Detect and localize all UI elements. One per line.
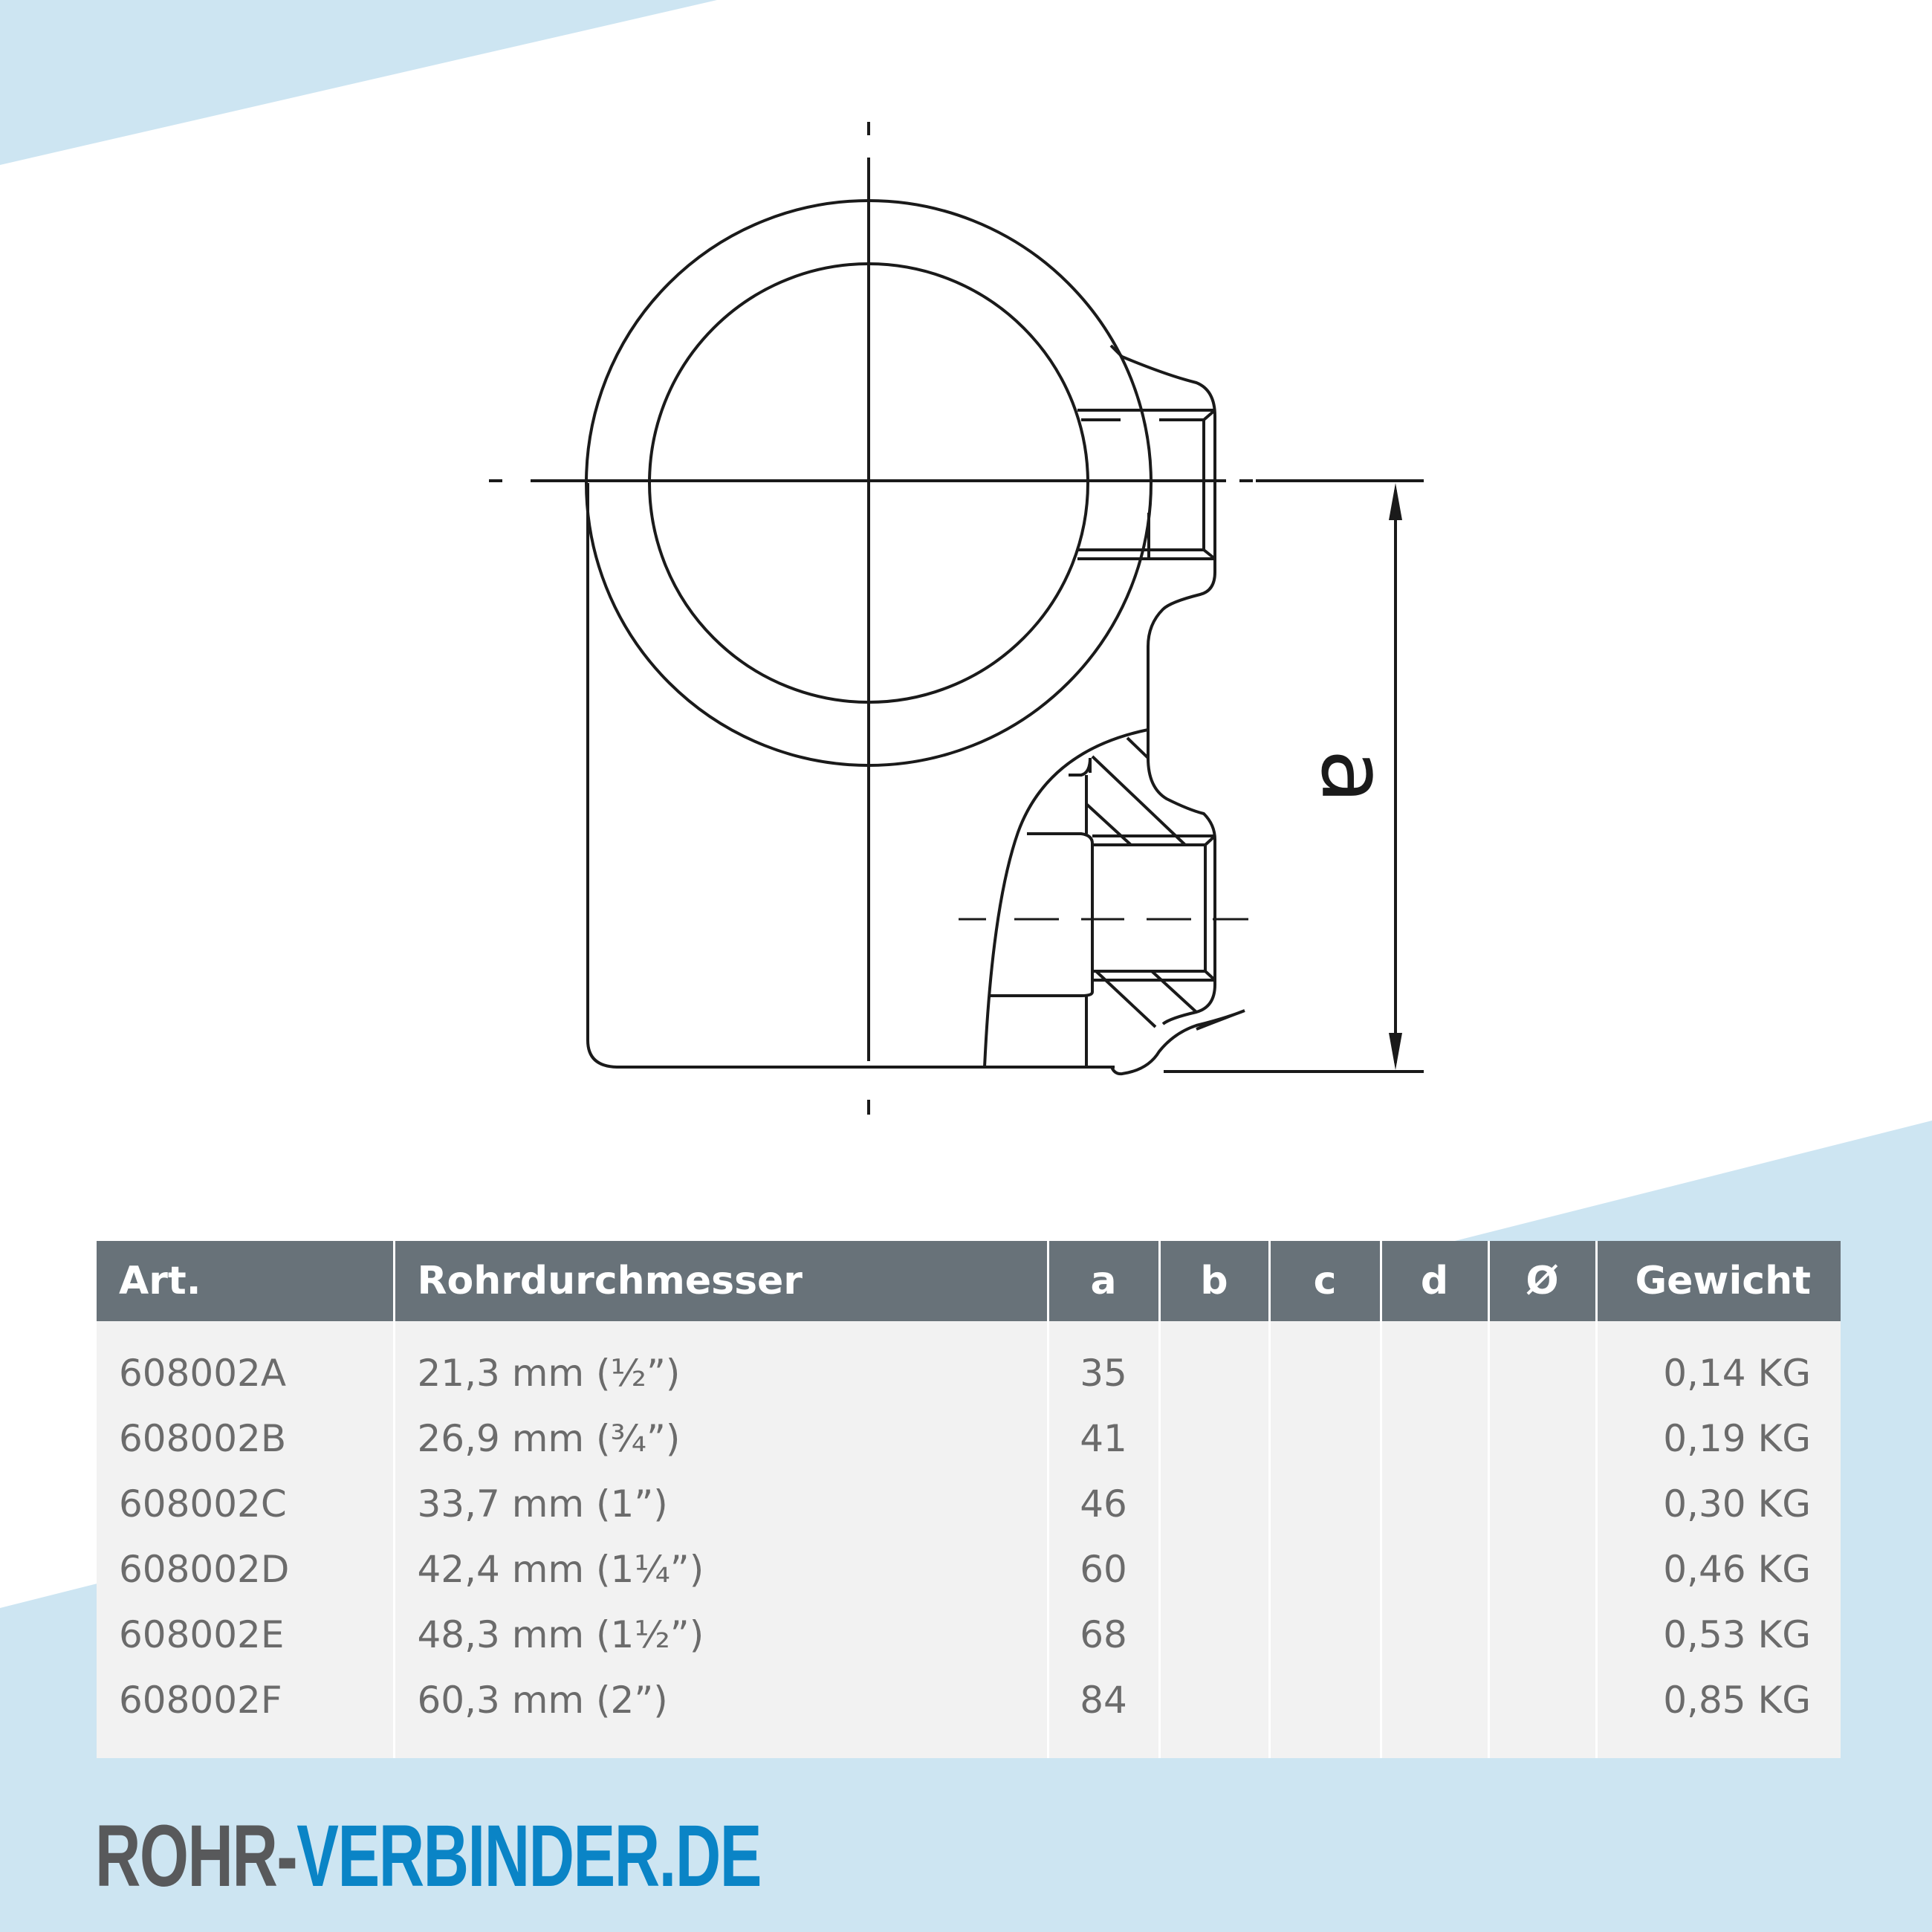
header-b: b: [1158, 1241, 1269, 1321]
logo-part-verbinder: VERBINDER.DE: [296, 1807, 762, 1905]
cell-gewicht: 0,85 KG: [1595, 1667, 1841, 1758]
bottom-notch: [1110, 1009, 1245, 1076]
header-diameter: Ø: [1487, 1241, 1596, 1321]
section-hatching: [1085, 736, 1198, 1028]
upper-boss: [1109, 344, 1216, 736]
cell-art: 608002C: [97, 1471, 394, 1537]
logo-part-rohr: ROHR-: [95, 1807, 298, 1905]
cell-c: [1268, 1406, 1381, 1471]
header-a: a: [1046, 1241, 1159, 1321]
cell-art: 608002A: [97, 1321, 394, 1406]
cell-b: [1158, 1537, 1269, 1602]
cell-diameter: [1487, 1406, 1596, 1471]
cell-diameter: [1487, 1321, 1596, 1406]
cell-c: [1268, 1602, 1381, 1667]
cell-diameter: [1487, 1537, 1596, 1602]
upper-thread: [1077, 409, 1216, 560]
body-outline: [586, 483, 1115, 1069]
cell-b: [1158, 1321, 1269, 1406]
cell-diameter: [1487, 1602, 1596, 1667]
cell-rohr: 48,3 mm (1½”): [392, 1602, 1048, 1667]
cell-gewicht: 0,53 KG: [1595, 1602, 1841, 1667]
cell-art: 608002B: [97, 1406, 394, 1471]
cell-d: [1379, 1667, 1488, 1758]
cell-a: 84: [1046, 1667, 1159, 1758]
cell-art: 608002D: [97, 1537, 394, 1602]
cell-a: 35: [1046, 1321, 1159, 1406]
dimension-label-a: a: [1301, 749, 1404, 804]
cell-b: [1158, 1471, 1269, 1537]
cell-diameter: [1487, 1471, 1596, 1537]
spec-table: Art. Rohrdurchmesser a b c d Ø Gewicht 6…: [97, 1241, 1841, 1758]
cell-rohr: 42,4 mm (1¼”): [392, 1537, 1048, 1602]
cell-a: 60: [1046, 1537, 1159, 1602]
header-rohrdurchmesser: Rohrdurchmesser: [392, 1241, 1048, 1321]
cell-d: [1379, 1406, 1488, 1471]
cell-b: [1158, 1406, 1269, 1471]
table-header-row: Art. Rohrdurchmesser a b c d Ø Gewicht: [97, 1241, 1841, 1321]
table-row: 608002F 60,3 mm (2”) 84 0,85 KG: [97, 1667, 1841, 1758]
technical-drawing: [489, 122, 1424, 1115]
brand-logo: ROHR-VERBINDER.DE: [95, 1806, 762, 1907]
cell-c: [1268, 1667, 1381, 1758]
section-arc: [983, 728, 1149, 1068]
cell-gewicht: 0,46 KG: [1595, 1537, 1841, 1602]
cell-art: 608002F: [97, 1667, 394, 1758]
cell-d: [1379, 1537, 1488, 1602]
table-row: 608002D 42,4 mm (1¼”) 60 0,46 KG: [97, 1537, 1841, 1602]
header-c: c: [1268, 1241, 1381, 1321]
cell-gewicht: 0,14 KG: [1595, 1321, 1841, 1406]
cell-rohr: 33,7 mm (1”): [392, 1471, 1048, 1537]
table-row: 608002C 33,7 mm (1”) 46 0,30 KG: [97, 1471, 1841, 1537]
cell-d: [1379, 1602, 1488, 1667]
cell-c: [1268, 1321, 1381, 1406]
lower-thread: [990, 757, 1216, 1067]
table-row: 608002E 48,3 mm (1½”) 68 0,53 KG: [97, 1602, 1841, 1667]
top-left-band: [0, 0, 717, 165]
cell-d: [1379, 1321, 1488, 1406]
spec-table-container: Art. Rohrdurchmesser a b c d Ø Gewicht 6…: [97, 1241, 1841, 1758]
cell-rohr: 21,3 mm (½”): [392, 1321, 1048, 1406]
cell-c: [1268, 1471, 1381, 1537]
cell-rohr: 26,9 mm (¾”): [392, 1406, 1048, 1471]
cell-gewicht: 0,19 KG: [1595, 1406, 1841, 1471]
cell-rohr: 60,3 mm (2”): [392, 1667, 1048, 1758]
table-row: 608002B 26,9 mm (¾”) 41 0,19 KG: [97, 1406, 1841, 1471]
table-row: 608002A 21,3 mm (½”) 35 0,14 KG: [97, 1321, 1841, 1406]
cell-d: [1379, 1471, 1488, 1537]
cell-diameter: [1487, 1667, 1596, 1758]
cell-gewicht: 0,30 KG: [1595, 1471, 1841, 1537]
inner-ring: [648, 262, 1089, 704]
cell-b: [1158, 1602, 1269, 1667]
header-d: d: [1379, 1241, 1488, 1321]
dimension-arrow-a: [1389, 483, 1402, 1070]
cell-b: [1158, 1667, 1269, 1758]
cell-a: 41: [1046, 1406, 1159, 1471]
header-gewicht: Gewicht: [1595, 1241, 1841, 1321]
cell-a: 46: [1046, 1471, 1159, 1537]
cell-art: 608002E: [97, 1602, 394, 1667]
header-art: Art.: [97, 1241, 394, 1321]
cell-c: [1268, 1537, 1381, 1602]
cell-a: 68: [1046, 1602, 1159, 1667]
